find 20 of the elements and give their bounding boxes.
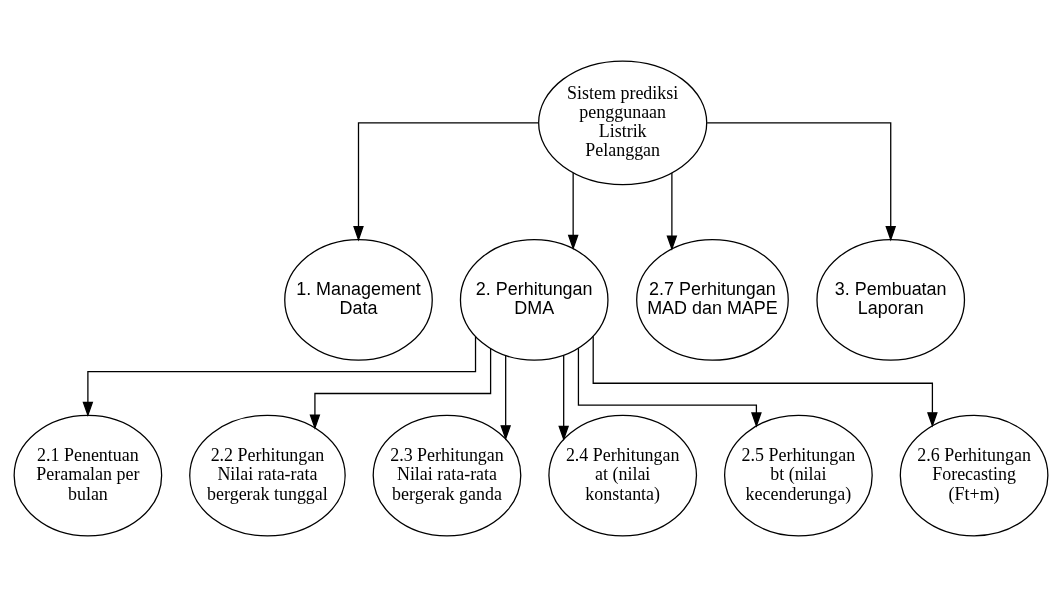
arrow xyxy=(309,347,492,430)
node-ellipse: 3. Pembuatan Laporan xyxy=(816,238,966,361)
arrow xyxy=(577,347,762,428)
arrow xyxy=(82,335,477,417)
node-ellipse: 2.5 Perhitungan bt (nilai kecenderunga) xyxy=(723,414,873,536)
node-ellipse: 2.3 Perhitungan Nilai rata-rata bergerak ganda xyxy=(372,414,522,536)
node-ellipse: 2.1 Penentuan Peramalan per bulan xyxy=(13,414,163,536)
arrow xyxy=(558,354,570,441)
node-ellipse: 1. Management Data xyxy=(284,238,433,361)
node-ellipse: 2.6 Perhitungan Forecasting (Ft+m) xyxy=(899,414,1049,536)
node-ellipse: 2.7 Perhitungan MAD dan MAPE xyxy=(636,238,789,361)
node-ellipse: 2.4 Perhitungan at (nilai konstanta) xyxy=(548,414,698,536)
node-ellipse: Sistem prediksi penggunaan Listrik Pelanggan xyxy=(538,59,708,185)
arrow xyxy=(706,121,897,241)
arrow xyxy=(666,171,678,251)
arrow xyxy=(592,335,938,428)
node-ellipse: 2. Perhitungan DMA xyxy=(459,238,609,361)
arrow xyxy=(500,354,512,441)
arrow xyxy=(353,121,539,241)
arrow xyxy=(567,171,579,250)
